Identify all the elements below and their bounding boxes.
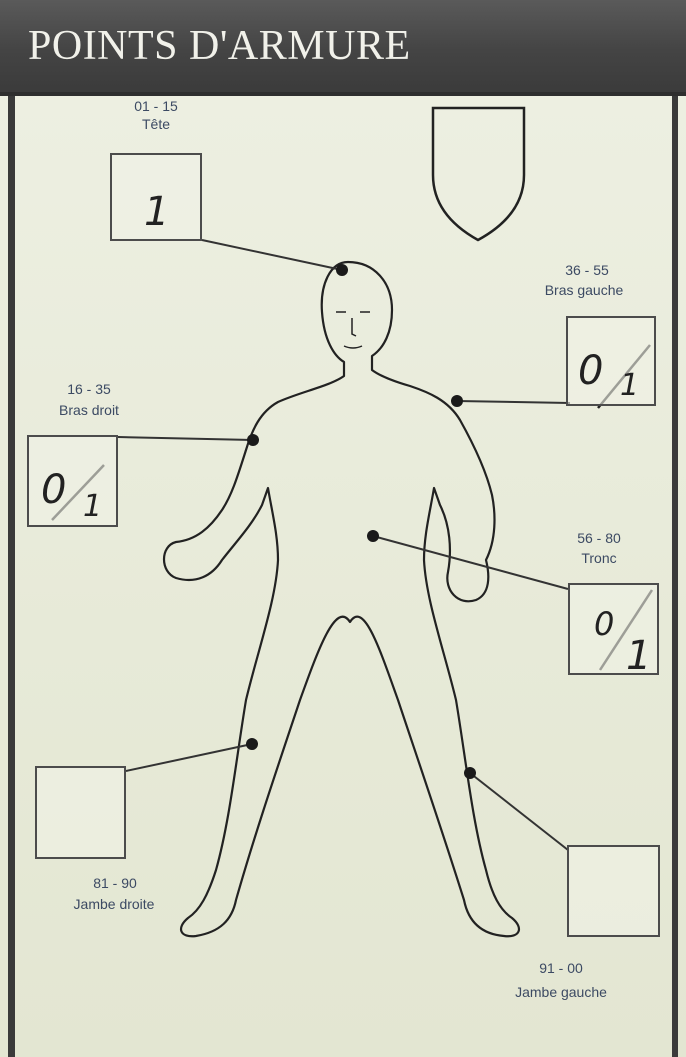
left-arm-label: Bras gauche (514, 282, 654, 298)
head-connector (202, 240, 342, 270)
human-figure-outline (164, 262, 519, 936)
left-arm-dot (451, 395, 463, 407)
right-arm-armor-value: 0 (41, 467, 66, 513)
left-leg-dot (464, 767, 476, 779)
left-leg-range: 91 - 00 (506, 960, 616, 976)
right-arm-range: 16 - 35 (34, 381, 144, 397)
right-arm-connector (118, 437, 253, 440)
head-label: Tête (106, 116, 206, 132)
right-leg-dot (246, 738, 258, 750)
head-armor-box[interactable]: 1 (110, 153, 202, 241)
right-arm-armor-box[interactable]: 0 1 (27, 435, 118, 527)
shield-icon (433, 108, 524, 240)
left-arm-armor-value: 0 (578, 348, 603, 394)
location-dots (246, 264, 476, 779)
right-leg-range: 81 - 90 (60, 875, 170, 891)
torso-wounds-value: 1 (626, 633, 651, 679)
left-arm-connector (457, 401, 570, 403)
torso-range: 56 - 80 (554, 530, 644, 546)
torso-dot (367, 530, 379, 542)
right-leg-armor-box[interactable] (35, 766, 126, 859)
left-arm-wounds-value: 1 (620, 368, 639, 403)
right-arm-label: Bras droit (24, 402, 154, 418)
head-dot (336, 264, 348, 276)
torso-connector (373, 536, 568, 589)
left-leg-label: Jambe gauche (486, 984, 636, 1000)
head-range: 01 - 15 (106, 98, 206, 114)
torso-armor-box[interactable]: 0 1 (568, 583, 659, 675)
left-leg-connector (470, 773, 568, 850)
right-arm-wounds-value: 1 (83, 489, 102, 524)
torso-label: Tronc (554, 550, 644, 566)
left-leg-armor-box[interactable] (567, 845, 660, 937)
connector-lines (118, 240, 570, 850)
right-arm-dot (247, 434, 259, 446)
left-arm-armor-box[interactable]: 0 1 (566, 316, 656, 406)
left-arm-range: 36 - 55 (532, 262, 642, 278)
right-leg-label: Jambe droite (44, 896, 184, 912)
right-leg-connector (126, 744, 252, 771)
face-details (336, 312, 370, 348)
torso-armor-value: 0 (594, 605, 614, 643)
head-armor-value: 1 (144, 189, 169, 235)
